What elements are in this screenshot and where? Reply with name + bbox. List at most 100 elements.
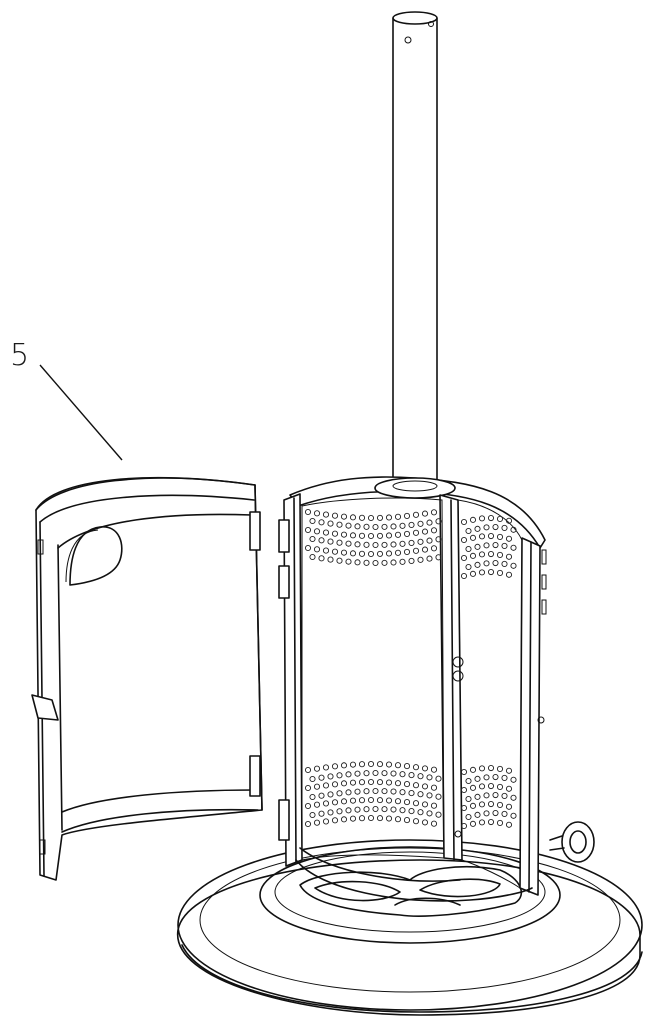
perforation-hole bbox=[430, 545, 438, 552]
perforation-hole bbox=[412, 511, 420, 518]
perforation-hole bbox=[358, 779, 366, 786]
perforation-hole bbox=[394, 816, 402, 823]
perforation-hole bbox=[478, 551, 486, 558]
perforation-hole bbox=[487, 550, 495, 558]
perforation-hole bbox=[430, 820, 438, 827]
perforation-hole bbox=[408, 521, 415, 528]
perforation-hole bbox=[318, 519, 325, 526]
perforation-hole bbox=[318, 774, 325, 781]
perforation-hole bbox=[510, 526, 517, 533]
perforation-hole bbox=[381, 559, 388, 566]
perforation-hole bbox=[460, 786, 468, 794]
perforation-hole bbox=[340, 780, 348, 787]
perforation-hole bbox=[412, 547, 420, 554]
callout-label: 5 bbox=[10, 338, 30, 373]
perforation-hole bbox=[309, 775, 316, 783]
perforation-hole bbox=[501, 774, 508, 781]
perforation-hole bbox=[487, 782, 495, 790]
perforation-hole bbox=[318, 792, 325, 799]
perforation-hole bbox=[313, 801, 321, 808]
perforation-hole bbox=[501, 792, 508, 799]
perforation-hole bbox=[327, 773, 334, 780]
perforation-hole bbox=[421, 546, 429, 553]
perforation-hole bbox=[505, 821, 513, 828]
perforation-hole bbox=[345, 807, 352, 814]
perforation-hole bbox=[435, 536, 442, 543]
perforation-hole bbox=[349, 532, 357, 539]
door-panel bbox=[31, 476, 263, 881]
perforation-hole bbox=[363, 788, 370, 795]
perforation-hole bbox=[487, 568, 495, 576]
base-bracket bbox=[299, 865, 523, 917]
perforation-hole bbox=[349, 514, 357, 521]
perforation-hole bbox=[376, 550, 384, 557]
perforation-hole bbox=[394, 798, 402, 805]
perforation-hole bbox=[483, 560, 490, 567]
perforation-hole bbox=[474, 775, 481, 782]
perforation-hole bbox=[313, 765, 321, 772]
perforation-hole bbox=[412, 529, 420, 536]
perforation-hole bbox=[331, 548, 339, 555]
perforation-hole bbox=[501, 542, 508, 549]
perforation-hole bbox=[417, 773, 424, 780]
perforation-hole bbox=[385, 797, 393, 804]
perforation-hole bbox=[399, 771, 406, 778]
perforation-hole bbox=[367, 814, 375, 822]
perforation-hole bbox=[505, 517, 513, 524]
perforation-hole bbox=[394, 513, 402, 520]
perforation-hole bbox=[478, 515, 486, 522]
perforation-hole bbox=[340, 762, 348, 769]
wheel bbox=[549, 821, 595, 863]
perforation-hole bbox=[421, 510, 429, 517]
perforation-hole bbox=[460, 554, 468, 562]
perforation-hole bbox=[421, 765, 429, 772]
perforation-hole bbox=[349, 797, 357, 804]
perforation-hole bbox=[390, 788, 397, 795]
perforation-hole bbox=[385, 550, 393, 557]
perforation-hole bbox=[304, 784, 312, 792]
perforation-hole bbox=[430, 766, 438, 773]
perforation-hole bbox=[381, 788, 388, 795]
perforation-hole bbox=[372, 523, 379, 531]
perforation-hole bbox=[363, 523, 370, 530]
perforation-hole bbox=[399, 558, 406, 565]
perforation-hole bbox=[322, 818, 330, 825]
perforation-holes bbox=[304, 508, 517, 830]
perforation-hole bbox=[313, 528, 321, 535]
perforation-hole bbox=[417, 791, 424, 798]
perforation-hole bbox=[501, 524, 508, 531]
perforation-hole bbox=[390, 541, 397, 548]
perforation-hole bbox=[331, 530, 339, 537]
perforation-hole bbox=[376, 815, 384, 822]
perforation-hole bbox=[394, 531, 402, 538]
perforation-hole bbox=[469, 820, 477, 827]
perforation-hole bbox=[465, 527, 472, 535]
perforation-hole bbox=[363, 541, 370, 548]
perforation-hole bbox=[376, 761, 384, 768]
perforation-hole bbox=[358, 532, 366, 539]
perforation-hole bbox=[376, 779, 384, 786]
perforation-hole bbox=[372, 559, 379, 567]
perforation-hole bbox=[478, 533, 486, 540]
perforation-hole bbox=[430, 784, 438, 791]
perforation-hole bbox=[465, 813, 472, 821]
perforation-hole bbox=[304, 526, 312, 534]
perforation-hole bbox=[487, 800, 495, 808]
perforation-hole bbox=[460, 572, 468, 580]
perforation-hole bbox=[372, 541, 379, 549]
perforation-hole bbox=[381, 541, 388, 548]
perforation-hole bbox=[469, 784, 477, 791]
perforation-hole bbox=[358, 761, 366, 768]
perforation-hole bbox=[496, 783, 504, 790]
perforation-hole bbox=[304, 820, 312, 828]
perforation-hole bbox=[381, 770, 388, 777]
perforation-hole bbox=[322, 764, 330, 771]
perforation-hole bbox=[505, 767, 513, 774]
perforation-hole bbox=[426, 519, 433, 526]
perforation-hole bbox=[487, 514, 495, 522]
perforation-hole bbox=[417, 520, 424, 527]
perforation-hole bbox=[363, 770, 370, 777]
perforation-hole bbox=[426, 555, 433, 562]
perforation-hole bbox=[322, 511, 330, 518]
perforation-hole bbox=[469, 534, 477, 541]
